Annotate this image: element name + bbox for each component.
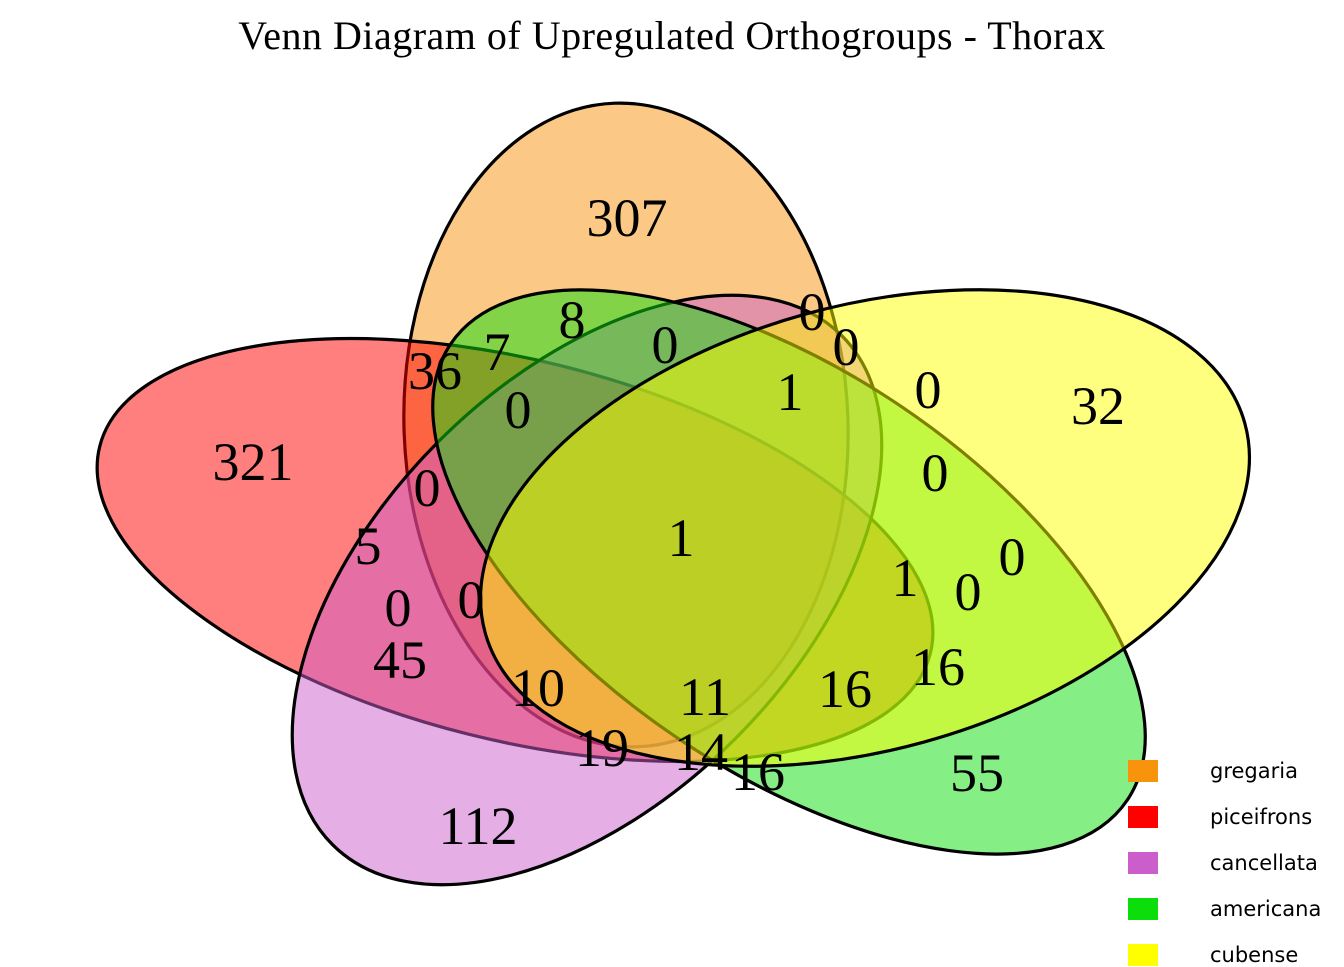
- legend-swatch-americana: [1128, 898, 1158, 920]
- legend-label-gregaria: gregaria: [1210, 759, 1298, 783]
- legend-swatch-piceifrons: [1128, 806, 1158, 828]
- ellipse-cubense: [478, 288, 1252, 768]
- legend-label-americana: americana: [1210, 897, 1322, 921]
- legend-swatch-cubense: [1128, 944, 1158, 966]
- legend-label-piceifrons: piceifrons: [1210, 805, 1313, 829]
- legend-label-cubense: cubense: [1210, 943, 1299, 967]
- chart-title: Venn Diagram of Upregulated Orthogroups …: [238, 13, 1106, 58]
- legend-label-cancellata: cancellata: [1210, 851, 1318, 875]
- legend-swatch-cancellata: [1128, 852, 1158, 874]
- legend-swatch-gregaria: [1128, 760, 1158, 782]
